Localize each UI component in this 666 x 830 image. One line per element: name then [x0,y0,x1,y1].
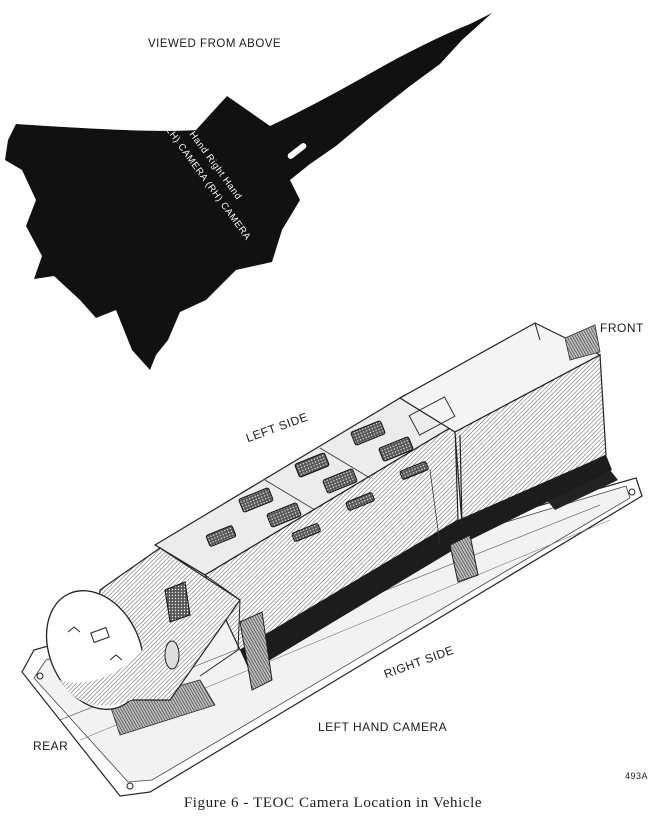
aircraft-silhouette [5,13,492,370]
lens-housing [45,547,241,710]
viewed-from-above-label: VIEWED FROM ABOVE [148,38,282,50]
rear-label: REAR [33,739,69,753]
vent-grilles [205,420,429,547]
figure-caption: Figure 6 - TEOC Camera Location in Vehic… [183,795,483,811]
left-hand-camera-label: LEFT HAND CAMERA [318,720,448,734]
figure-number: 493A [625,771,649,781]
camera-body [45,322,612,710]
front-label: FRONT [600,321,644,335]
